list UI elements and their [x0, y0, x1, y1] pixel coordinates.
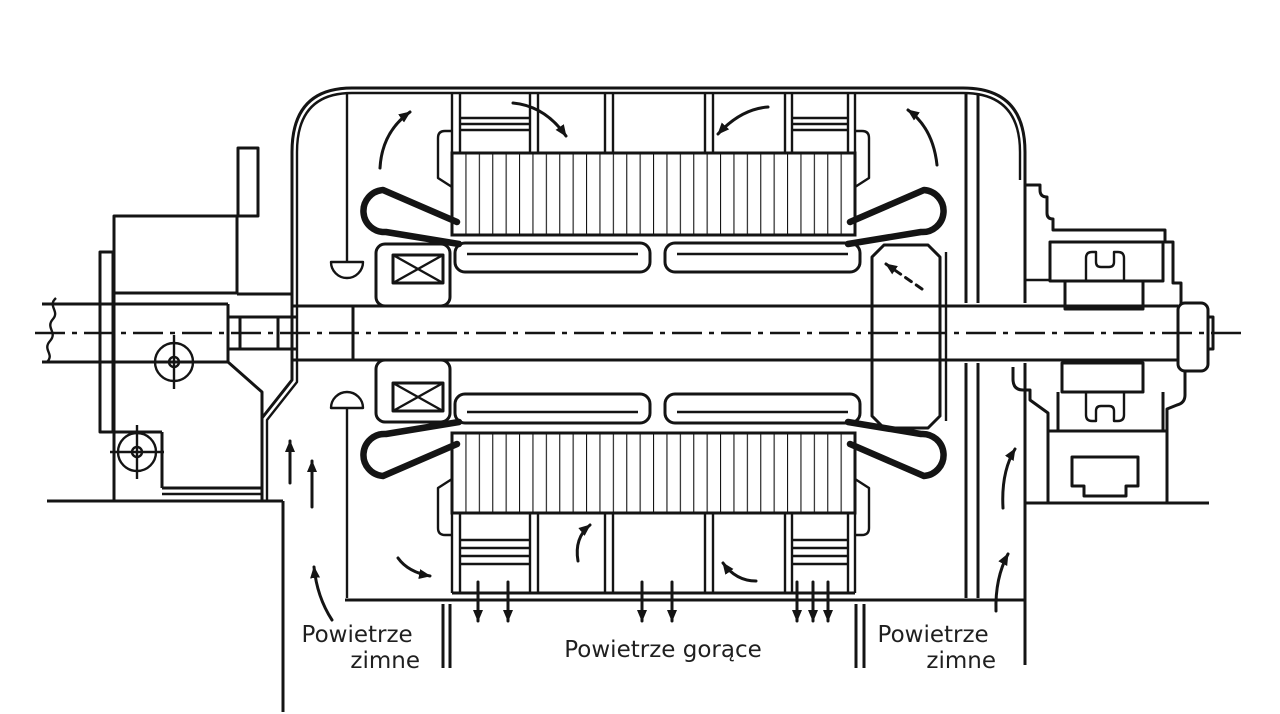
cooler-slats-bottom-right: [792, 538, 848, 566]
pedestal-top-block: [112, 214, 239, 295]
bolt-symbol-lower: [110, 425, 164, 479]
inner-wall-right: [964, 93, 980, 598]
arrow-cold-in-right-1: [1001, 447, 1017, 510]
right-pedestal-bearing: [1011, 183, 1215, 505]
coupling-hub: [1176, 301, 1210, 373]
arrow-cold-in-right-2: [994, 552, 1010, 613]
stator-core-bottom: [450, 431, 857, 515]
rotor-fan: [870, 243, 948, 430]
stator-core-top: [450, 151, 857, 237]
label-cold-air-right: Powietrze zimne: [878, 622, 996, 674]
bottom-compartment-row: [450, 513, 857, 595]
bearing-upper-left: [374, 242, 452, 308]
cooler-slats-top-left: [460, 116, 530, 132]
end-winding-top-right: [844, 186, 947, 248]
bolt-symbol-upper: [147, 335, 201, 389]
pedestal-tower: [236, 146, 260, 218]
end-winding-bottom-right: [844, 418, 947, 480]
label-hot-air: Powietrze gorące: [564, 637, 762, 663]
arrow-bottom-box-right: [721, 561, 758, 583]
airflow-arrows: [285, 101, 1017, 623]
labels: Powietrze zimne Powietrze gorące Powietr…: [302, 622, 996, 674]
air-baffles: [329, 93, 365, 598]
arrow-up-left-endbell: [378, 110, 412, 170]
bearing-sleeve-top: [1063, 279, 1145, 311]
bearing-lower-left: [374, 358, 452, 424]
cooler-slats-top-right: [792, 116, 848, 132]
cooler-slats-bottom-left: [460, 538, 530, 566]
arrow-into-cooler-left: [396, 556, 432, 579]
arrow-up-right-endbell: [906, 108, 939, 167]
arrow-bottom-box-left: [575, 523, 592, 563]
bearing-rollers-top: [1084, 250, 1126, 281]
hot-air-duct-walls: [441, 604, 866, 668]
arrow-cold-label-left: [310, 565, 334, 622]
arrow-fan-dashed: [884, 262, 924, 291]
arrow-top-box-left: [511, 101, 568, 138]
arrow-top-box-right: [716, 105, 770, 136]
top-compartment-row: [450, 93, 857, 153]
motor-housing: [260, 86, 1027, 712]
label-cold-air-left: Powietrze zimne: [302, 622, 420, 674]
rotor: [453, 241, 862, 425]
end-winding-bottom-left: [360, 418, 463, 480]
hot-air-out-arrows: [473, 580, 833, 623]
end-winding-top-left: [360, 186, 463, 248]
core-clamp-fingers: [436, 129, 871, 537]
bearing-rollers-bottom: [1084, 392, 1126, 423]
pedestal-foot-window: [1070, 455, 1140, 498]
stator-end-windings: [360, 186, 947, 480]
bearing-sleeve-bottom: [1060, 361, 1145, 394]
shaft-end-stub: [1208, 315, 1215, 351]
